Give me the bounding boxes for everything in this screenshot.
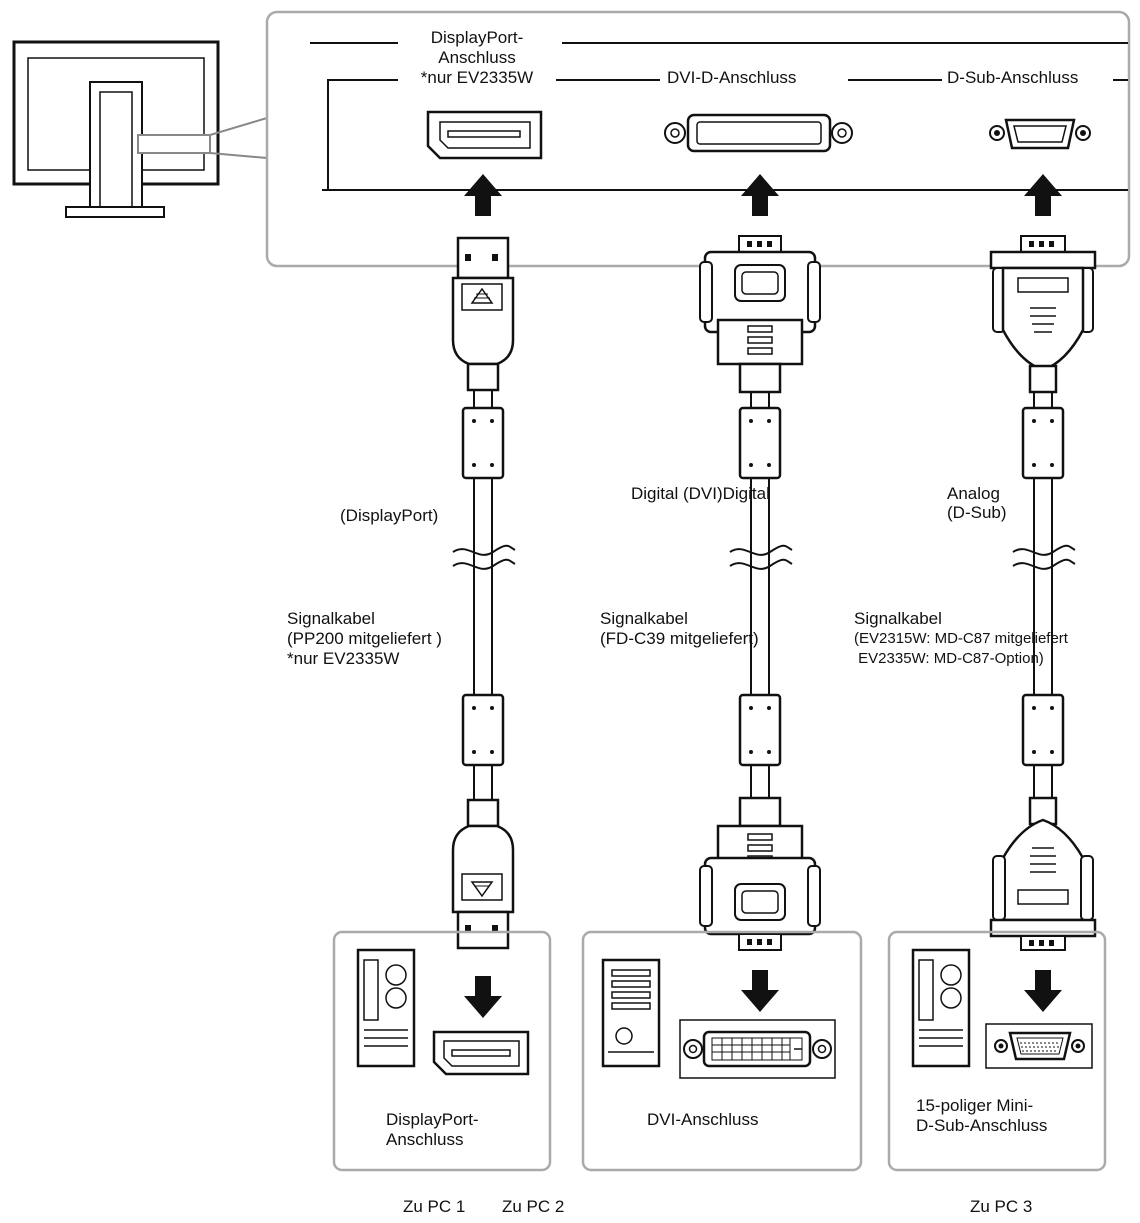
pc-tower-icon bbox=[356, 948, 416, 1068]
zoom-line bbox=[209, 152, 268, 159]
label-line: *nur EV2335W bbox=[420, 68, 534, 87]
rear-panel-zoom-box bbox=[265, 10, 1131, 268]
destination-pc3: Zu PC 3 bbox=[970, 1197, 1033, 1216]
label-line: DisplayPort- bbox=[430, 28, 524, 47]
arrow-up-icon bbox=[741, 174, 779, 216]
cable-name-dvi: Signalkabel (FD-C39 mitgeliefert) bbox=[600, 609, 759, 649]
arrow-up-icon bbox=[464, 174, 502, 216]
arrow-down-icon bbox=[464, 976, 502, 1018]
label-line: (D-Sub) bbox=[947, 503, 1007, 522]
arrow-down-icon bbox=[741, 970, 779, 1012]
label-line: Signalkabel bbox=[287, 609, 375, 628]
dsub-port-icon bbox=[985, 1023, 1093, 1069]
displayport-port-icon bbox=[432, 1030, 530, 1076]
pc-tower-icon bbox=[601, 958, 661, 1068]
signal-type-displayport: (DisplayPort) bbox=[340, 506, 439, 525]
label-line: Signalkabel bbox=[854, 609, 942, 628]
dvi-rear-label: DVI-D-Anschluss bbox=[664, 68, 800, 87]
label-line: Signalkabel bbox=[600, 609, 688, 628]
displayport-cable bbox=[451, 236, 515, 950]
ferrite-core-icon bbox=[738, 693, 782, 767]
dsub-rear-label: D-Sub-Anschluss bbox=[944, 68, 1082, 87]
label-line: Anschluss bbox=[438, 48, 516, 67]
label-line: Analog bbox=[947, 484, 1000, 503]
label-line: (EV2315W: MD-C87 mitgeliefert bbox=[854, 630, 1068, 647]
label-line: D-Sub-Anschluss bbox=[916, 1116, 1048, 1135]
arrow-up-icon bbox=[1024, 174, 1062, 216]
signal-type-dsub: Analog (D-Sub) bbox=[947, 484, 1007, 522]
dvi-cable bbox=[699, 235, 821, 951]
pc3-box bbox=[887, 930, 1107, 1172]
label-line: (FD-C39 mitgeliefert) bbox=[600, 629, 759, 648]
label-line: DisplayPort- bbox=[386, 1110, 479, 1129]
displayport-port-icon bbox=[426, 110, 543, 160]
ferrite-core-icon bbox=[461, 693, 505, 767]
pc3-connector-label: 15-poliger Mini- D-Sub-Anschluss bbox=[916, 1096, 1047, 1136]
pc1-box bbox=[332, 930, 552, 1172]
label-line: 15-poliger Mini- bbox=[916, 1096, 1034, 1115]
label-line: EV2335W: MD-C87-Option) bbox=[854, 650, 1044, 667]
pc2-connector-label: DVI-Anschluss bbox=[647, 1110, 759, 1129]
label-line: (PP200 mitgeliefert ) bbox=[287, 629, 442, 648]
arrow-down-icon bbox=[1024, 970, 1062, 1012]
cable-name-dsub: Signalkabel (EV2315W: MD-C87 mitgeliefer… bbox=[854, 609, 1068, 669]
destination-pc2: Zu PC 2 bbox=[502, 1197, 565, 1216]
cable-name-displayport: Signalkabel (PP200 mitgeliefert ) *nur E… bbox=[287, 609, 442, 669]
pc2-box bbox=[581, 930, 863, 1172]
destination-pc1: Zu PC 1 bbox=[403, 1197, 466, 1216]
dvi-port-icon bbox=[679, 1019, 836, 1079]
pc-tower-icon bbox=[911, 948, 971, 1068]
monitor-icon bbox=[12, 40, 220, 218]
dsub-cable bbox=[989, 235, 1097, 951]
zoom-line bbox=[209, 117, 268, 136]
signal-type-dvi: Digital (DVI)Digital bbox=[631, 484, 770, 503]
pc1-connector-label: DisplayPort- Anschluss bbox=[386, 1110, 479, 1150]
ferrite-core-icon bbox=[1021, 693, 1065, 767]
displayport-rear-label: DisplayPort- Anschluss *nur EV2335W bbox=[398, 28, 556, 88]
label-line: Anschluss bbox=[386, 1130, 464, 1149]
dsub-port-icon bbox=[989, 118, 1091, 150]
label-line: *nur EV2335W bbox=[287, 649, 400, 668]
dvi-port-icon bbox=[664, 113, 853, 153]
